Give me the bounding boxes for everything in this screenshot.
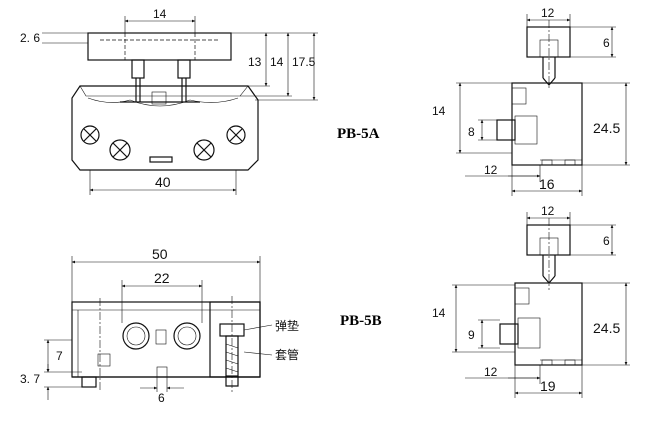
pb5b-hole-left — [122, 322, 150, 350]
pb5a-screw-right — [226, 125, 246, 145]
dim-pb5a-side-top: 12 — [541, 6, 555, 20]
dim-pb5a-side-bot-left: 12 — [484, 163, 498, 177]
dim-pb5b-pitch: 22 — [154, 270, 170, 286]
dim-pb5a-h14: 14 — [270, 55, 284, 69]
pb5a-screw-left — [80, 125, 100, 145]
dim-pb5b-side-mid: 9 — [468, 328, 475, 342]
dim-pb5b-bottom: 6 — [158, 391, 165, 405]
dim-pb5a-side-bot-width: 16 — [539, 176, 555, 192]
pb5a-plunger-right — [177, 59, 191, 79]
pb5b-hole-right — [173, 322, 201, 350]
pb5b-foot — [81, 376, 97, 388]
dim-pb5b-side-bot-left: 12 — [484, 365, 498, 379]
dim-pb5a-side-right-h: 24.5 — [593, 120, 620, 136]
dim-pb5b-side-right-h: 24.5 — [593, 320, 620, 336]
dim-pb5b-side-right-top: 6 — [603, 234, 610, 248]
dim-pb5a-h13: 13 — [248, 55, 262, 69]
dim-pb5b-side-top: 12 — [541, 204, 555, 218]
pb5b-side-view: 12 6 14 9 24.5 12 19 — [432, 204, 630, 398]
pb5a-button-cap — [87, 32, 232, 61]
dim-pb5a-width: 40 — [155, 174, 171, 190]
dim-pb5a-side-mid: 8 — [468, 125, 475, 139]
pb5a-body — [71, 85, 259, 171]
pb5a-front-view: 2. 6 14 13 14 17.5 40 — [20, 7, 318, 195]
dim-pb5a-side-left-h: 14 — [432, 104, 446, 118]
pb5b-front-view: 弹垫 套管 50 22 7 3. 7 6 — [20, 246, 299, 405]
pb5a-side-body — [511, 82, 583, 166]
pb5a-side-view: 12 6 14 8 24.5 12 16 — [432, 6, 630, 196]
dim-pb5b-side-bot-width: 19 — [540, 378, 556, 394]
dim-pb5a-side-right-top: 6 — [603, 36, 610, 50]
dim-pb5b-h37: 3. 7 — [20, 372, 40, 386]
pb5a-side-cap — [526, 26, 571, 58]
pb5b-side-cap — [526, 224, 571, 256]
dim-pb5b-h7: 7 — [56, 349, 63, 363]
pb5b-side-body — [514, 282, 583, 366]
dim-pb5b-width: 50 — [152, 246, 168, 262]
callout-sleeve: 套管 — [275, 347, 299, 362]
dim-pb5b-side-left-h: 14 — [432, 306, 446, 320]
model-label-pb5a: PB-5A — [337, 126, 380, 142]
pb5a-screw-inner-left — [109, 139, 131, 161]
model-label-pb5b: PB-5B — [340, 313, 382, 329]
pb5a-screw-inner-right — [193, 139, 215, 161]
callout-spring-washer: 弹垫 — [275, 318, 299, 333]
dim-pb5a-top-width: 14 — [153, 7, 167, 21]
dim-pb5a-h17: 17.5 — [292, 55, 316, 69]
dim-pb5a-offset: 2. 6 — [20, 31, 40, 45]
pb5a-plunger-left — [131, 59, 145, 79]
